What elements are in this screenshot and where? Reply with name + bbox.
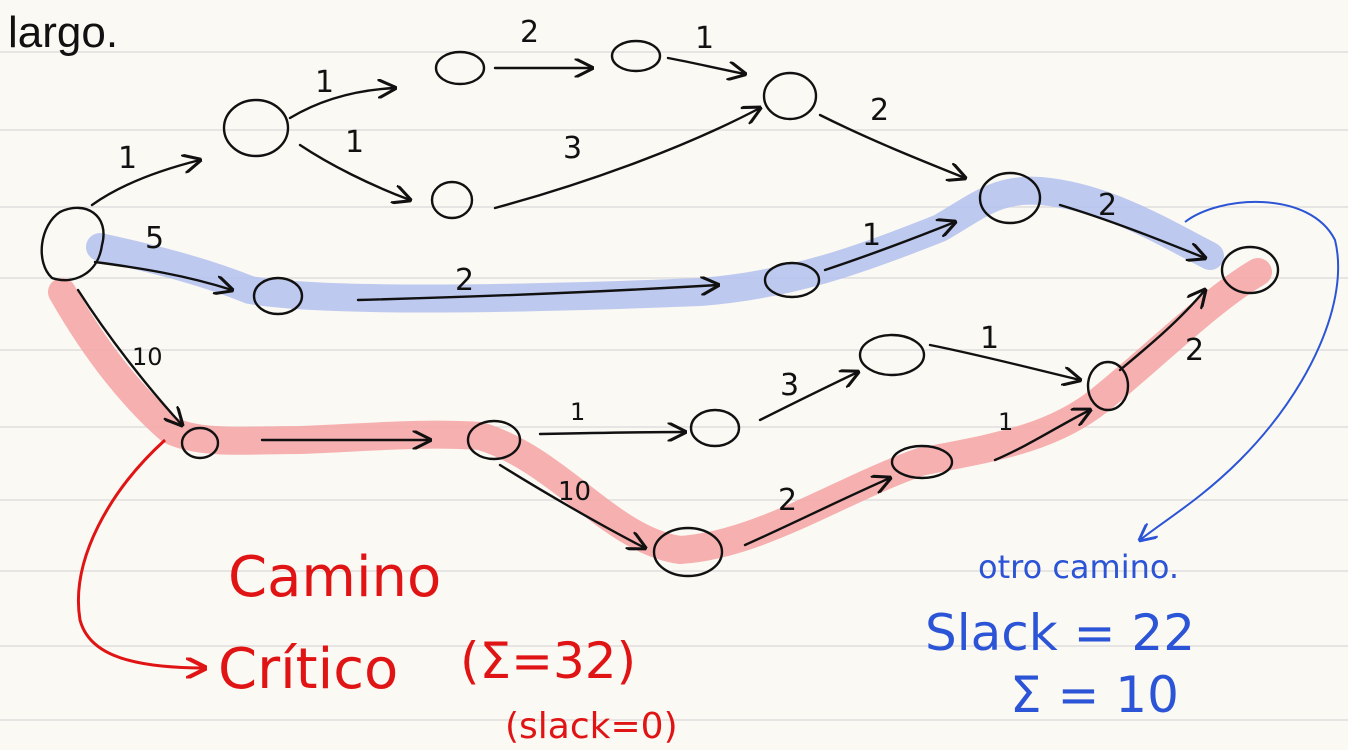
edge-l-m <box>743 478 890 547</box>
weight-label: 1 <box>570 398 585 426</box>
node-l <box>652 526 724 578</box>
edge-s-a <box>90 160 200 207</box>
edge-j-l <box>498 463 645 548</box>
heading-fragment: largo. <box>8 8 119 57</box>
weight-label: 10 <box>132 343 163 371</box>
weight-label: 3 <box>563 131 582 166</box>
node-t <box>1220 245 1280 295</box>
critical-title-line1: Camino <box>228 545 441 610</box>
node-e <box>430 180 474 220</box>
other-path-title: otro camino. <box>978 548 1179 586</box>
weight-label: 1 <box>862 218 881 253</box>
edge-a-e <box>298 143 410 200</box>
critical-path-pointer-arrow <box>77 438 205 668</box>
edge-h-t <box>1058 203 1205 258</box>
node-o <box>1086 360 1130 412</box>
other-path-slack: Slack = 22 <box>925 604 1195 662</box>
critical-sum: (Σ=32) <box>460 632 636 690</box>
weight-label: 1 <box>998 408 1013 436</box>
edge-s-c <box>76 288 182 425</box>
alternate-path-highlight <box>86 176 1224 313</box>
edge-e-g <box>493 108 760 210</box>
node-f <box>610 39 662 73</box>
weight-label: 1 <box>118 141 137 176</box>
node-c <box>180 426 220 460</box>
weight-label: 1 <box>315 65 334 100</box>
edge-m-o <box>993 410 1090 462</box>
edge-i-h <box>823 222 955 272</box>
edge-k-n <box>758 372 858 422</box>
other-path-sum: Σ = 10 <box>1010 666 1179 724</box>
critical-path-highlight <box>48 258 1272 564</box>
weight-label: 5 <box>145 221 164 256</box>
critical-title-line2: Crítico <box>218 637 398 702</box>
node-start <box>40 206 105 282</box>
weight-label: 2 <box>870 93 889 128</box>
node-a <box>222 98 290 158</box>
node-m <box>890 444 954 480</box>
edge-f-g <box>666 56 745 74</box>
edge-b-i <box>356 285 718 302</box>
weight-label: 2 <box>520 15 539 50</box>
weight-label: 2 <box>455 263 474 298</box>
edge-g-h <box>818 113 965 178</box>
node-n <box>858 333 926 377</box>
alternate-path-pointer-arrow <box>1140 201 1340 540</box>
weight-label: 10 <box>558 477 591 507</box>
node-d <box>434 50 486 86</box>
edge-o-t <box>1118 290 1205 372</box>
node-b <box>252 276 304 316</box>
node-j <box>466 419 522 461</box>
node-k <box>689 408 741 448</box>
edge-weight-labels: 1 5 10 1 1 2 1 3 2 2 2 1 1 3 1 10 2 1 2 <box>118 15 1204 518</box>
weight-label: 1 <box>345 125 364 160</box>
weight-label: 3 <box>780 368 799 403</box>
edge-n-o <box>928 343 1080 380</box>
weight-label: 2 <box>778 483 797 518</box>
alternate-path-annotation: otro camino. Slack = 22 Σ = 10 <box>925 548 1195 724</box>
node-i <box>763 261 821 299</box>
edge-a-d <box>288 88 395 120</box>
node-g <box>762 71 818 121</box>
graph-edges <box>76 56 1205 548</box>
weight-label: 1 <box>695 21 714 56</box>
critical-path-annotation: Camino Crítico (Σ=32) (slack=0) <box>218 545 678 747</box>
node-h <box>978 171 1042 225</box>
edge-j-k <box>538 432 685 434</box>
edge-s-b <box>93 260 232 290</box>
weight-label: 1 <box>980 321 999 356</box>
graph-nodes <box>40 39 1280 578</box>
weight-label: 2 <box>1098 188 1117 223</box>
weight-label: 2 <box>1185 333 1204 368</box>
critical-slack: (slack=0) <box>505 706 678 747</box>
